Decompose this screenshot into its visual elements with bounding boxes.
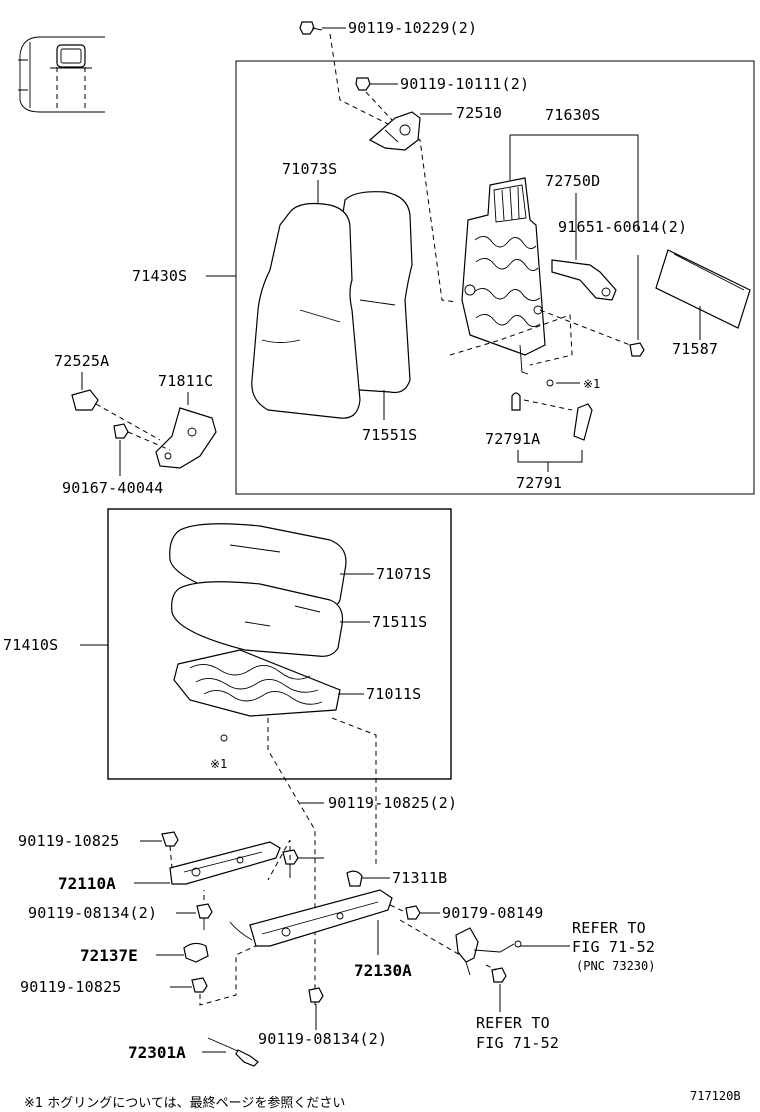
seat-belt-buckle-icon [455, 927, 522, 976]
label-71311B: 71311B [392, 869, 447, 887]
label-72110A: 72110A [58, 874, 116, 893]
label-71011S: 71011S [366, 685, 421, 703]
label-90119-08134-2a: 90119-08134(2) [28, 904, 157, 922]
label-90167-40044: 90167-40044 [62, 479, 164, 497]
label-71410S: 71410S [3, 636, 58, 654]
label-71071S: 71071S [376, 565, 431, 583]
cushion-pad-71511S-icon [171, 581, 344, 657]
label-90119-10825-2: 90119-10825(2) [328, 794, 457, 812]
cushion-frame-71011S-icon [173, 649, 341, 717]
pad-71587-icon [655, 249, 751, 329]
label-91651-60614: 91651-60614(2) [558, 218, 687, 236]
seatback-frame-71630S-icon [461, 177, 546, 375]
label-71430S: 71430S [132, 267, 187, 285]
bolt-90119-10111-icon [355, 77, 371, 91]
label-71587: 71587 [672, 340, 718, 358]
bolt-90119-08134-a-icon [196, 903, 213, 930]
hog-ring-icon [546, 379, 554, 387]
seatback-cover-71073S-icon [251, 191, 413, 419]
bolt-90119-10229-icon [299, 21, 323, 35]
cover-72791A-icon [511, 392, 593, 441]
label-72525A: 72525A [54, 352, 109, 370]
label-72137E: 72137E [80, 946, 138, 965]
label-72791A: 72791A [485, 430, 540, 448]
label-fig-71-52-1: FIG 71-52 [572, 938, 655, 956]
seat-track-72110A-icon [169, 841, 281, 885]
label-72510: 72510 [456, 104, 502, 122]
label-90119-10111: 90119-10111(2) [400, 75, 529, 93]
hog-ring-lower-icon [220, 734, 228, 742]
label-90179-08149: 90179-08149 [442, 904, 544, 922]
bolt-90119-08134-b-icon [308, 987, 324, 1003]
bolt-90167-40044-icon [113, 423, 129, 439]
label-pnc-73230: (PNC 73230) [576, 959, 655, 973]
spacer-71311B-icon [346, 870, 363, 887]
cover-72137E-icon [183, 942, 209, 963]
bolt-90119-10825-a-icon [161, 831, 179, 847]
bracket-72510-icon [368, 111, 421, 151]
label-71511S: 71511S [372, 613, 427, 631]
bolt-seat-belt-icon [491, 967, 507, 983]
label-71630S: 71630S [545, 106, 600, 124]
label-71073S: 71073S [282, 160, 337, 178]
label-72130A: 72130A [354, 961, 412, 980]
label-refer-to-1: REFER TO [572, 919, 646, 937]
label-fig-71-52-2: FIG 71-52 [476, 1034, 559, 1052]
footnote-hog-ring: ※1 ホグリングについては、最終ページを参照ください [24, 1095, 345, 1111]
cover-72301A-icon [207, 1037, 259, 1067]
label-90119-10825-b: 90119-10825 [20, 978, 122, 996]
recliner-72750D-icon [551, 259, 617, 301]
label-72750D: 72750D [545, 172, 600, 190]
label-star1-upper: ※1 [583, 377, 600, 391]
figure-code: 717120B [690, 1089, 741, 1103]
label-star1-lower: ※1 [210, 757, 227, 771]
label-71811C: 71811C [158, 372, 213, 390]
cover-72525A-icon [71, 389, 99, 411]
seat-locator-icon [18, 36, 105, 113]
label-refer-to-2: REFER TO [476, 1014, 550, 1032]
seat-track-72130A-icon [229, 889, 393, 947]
nut-90179-08149-icon [405, 905, 421, 920]
cushion-assembly-frame [107, 508, 452, 780]
seatback-assembly-frame [235, 60, 755, 495]
label-72301A: 72301A [128, 1043, 186, 1062]
label-90119-10229: 90119-10229(2) [348, 19, 477, 37]
label-90119-08134-2b: 90119-08134(2) [258, 1030, 387, 1048]
label-71551S: 71551S [362, 426, 417, 444]
cover-71811C-icon [155, 407, 217, 469]
label-72791: 72791 [516, 474, 562, 492]
bolt-91651-60614-icon [629, 342, 645, 357]
label-90119-10825-a: 90119-10825 [18, 832, 120, 850]
bolt-90119-10825-b-icon [191, 977, 208, 993]
